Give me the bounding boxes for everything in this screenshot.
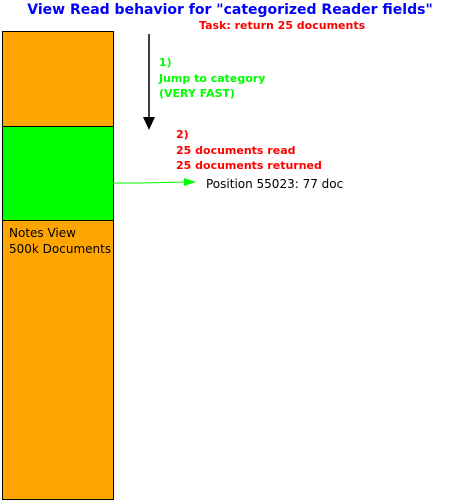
- step2-line1: 25 documents read: [176, 143, 296, 157]
- step1-number: 1): [159, 56, 172, 69]
- step2-number: 2): [176, 128, 189, 141]
- position-pointer-arrow: [113, 178, 196, 186]
- notes-view-label: Notes View 500k Documents: [9, 225, 111, 257]
- step1-annotation: 1) Jump to category (VERY FAST): [159, 55, 265, 102]
- step1-line1: Jump to category: [159, 71, 266, 85]
- step2-annotation: 2) 25 documents read 25 documents return…: [176, 127, 322, 174]
- jump-arrow: [143, 34, 155, 130]
- read-documents-segment: [2, 126, 114, 221]
- position-label: Position 55023: 77 doc: [206, 177, 344, 191]
- task-subtitle: Task: return 25 documents: [199, 19, 366, 32]
- step2-line2: 25 documents returned: [176, 159, 322, 172]
- notes-view-label-line2: 500k Documents: [9, 242, 112, 256]
- notes-view-bar: [2, 31, 114, 500]
- notes-view-label-line1: Notes View: [9, 226, 76, 240]
- diagram-title: View Read behavior for "categorized Read…: [27, 2, 433, 18]
- step1-line2: (VERY FAST): [159, 87, 235, 100]
